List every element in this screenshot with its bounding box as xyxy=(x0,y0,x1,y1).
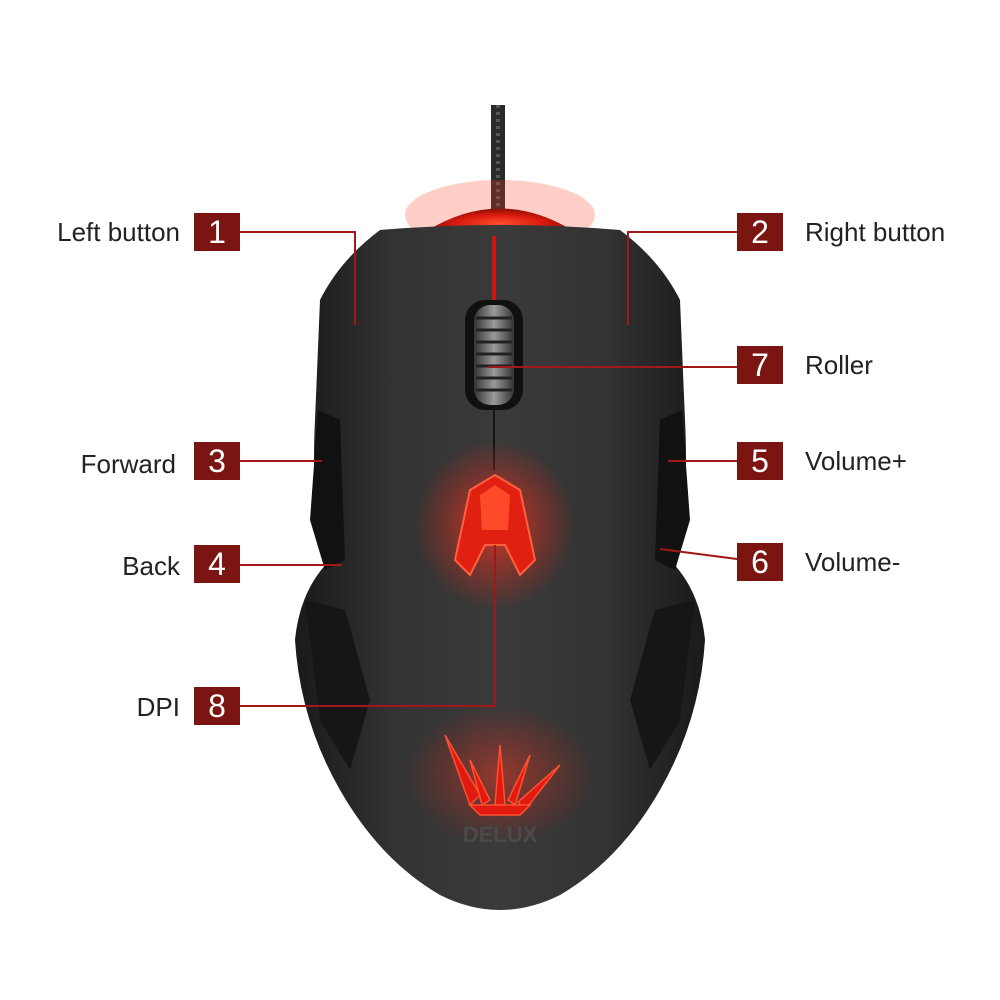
dpi-inner xyxy=(480,485,510,530)
label-back: Back xyxy=(122,551,180,581)
leader-2 xyxy=(627,231,760,325)
leader-1 xyxy=(240,231,356,325)
badge-4: 4 xyxy=(194,545,240,583)
brand-emblem xyxy=(444,734,561,816)
left-lower-grip xyxy=(305,600,370,770)
leader-8 xyxy=(240,545,496,707)
label-right-button: Right button xyxy=(805,217,946,247)
label-roller: Roller xyxy=(805,350,873,380)
badge-7: 7 xyxy=(737,346,783,384)
badge-6: 6 xyxy=(737,543,783,581)
badge-5: 5 xyxy=(737,442,783,480)
badge-2: 2 xyxy=(737,213,783,251)
left-side-panel xyxy=(310,410,345,570)
right-lower-grip xyxy=(630,600,695,770)
brand-logo-text: DELUX xyxy=(463,822,538,847)
label-left-button: Left button xyxy=(57,217,180,247)
label-volume-down: Volume- xyxy=(805,547,901,577)
label-dpi: DPI xyxy=(136,692,180,722)
right-side-panel xyxy=(655,410,690,570)
badge-3: 3 xyxy=(194,442,240,480)
label-volume-up: Volume+ xyxy=(805,446,907,476)
badge-8: 8 xyxy=(194,687,240,725)
badge-1: 1 xyxy=(194,213,240,251)
label-forward: Forward xyxy=(80,449,176,479)
